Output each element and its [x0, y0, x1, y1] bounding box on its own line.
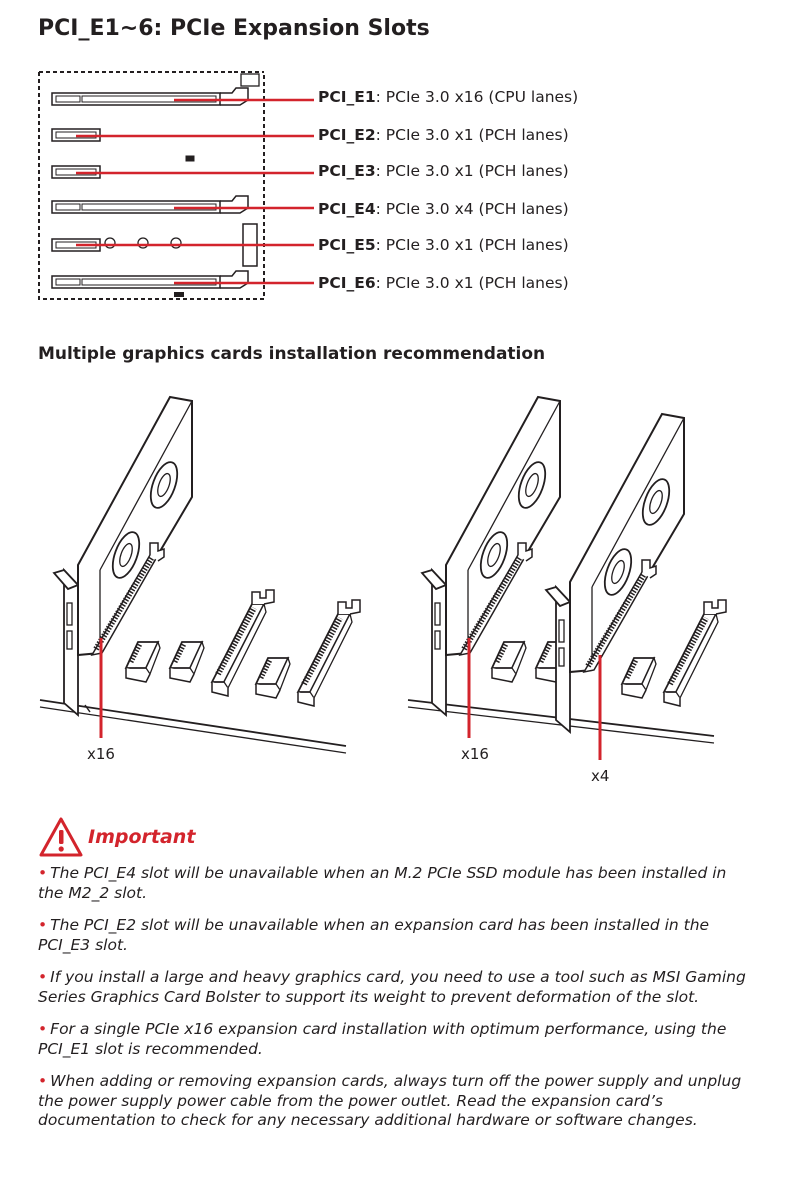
chip-marker-icon [185, 155, 195, 162]
note-item: •For a single PCIe x16 expansion card in… [38, 1020, 727, 1058]
gpu-installation-illustration: x16 x16 x4 [39, 380, 791, 785]
right-lane-label-x4: x4 [591, 767, 609, 785]
right-lane-label-x16: x16 [461, 745, 489, 763]
slot-layout-diagram [38, 71, 314, 300]
warning-triangle-icon [39, 817, 83, 857]
left-lane-label: x16 [87, 745, 115, 763]
important-note-list: •The PCI_E4 slot will be unavailable whe… [38, 864, 756, 1144]
important-heading: Important [88, 826, 196, 848]
note-item: •The PCI_E4 slot will be unavailable whe… [38, 864, 727, 902]
page-title: PCI_E1~6: PCIe Expansion Slots [38, 16, 430, 41]
section-title: Multiple graphics cards installation rec… [38, 344, 546, 364]
slot-pci-e6-graphic [51, 270, 249, 289]
note-item: •The PCI_E2 slot will be unavailable whe… [38, 916, 710, 954]
slot-label-pci-e5: PCI_E5: PCIe 3.0 x1 (PCH lanes) [318, 236, 569, 254]
slot-label-pci-e6: PCI_E6: PCIe 3.0 x1 (PCH lanes) [318, 274, 569, 292]
slot-label-pci-e1: PCI_E1: PCIe 3.0 x16 (CPU lanes) [318, 88, 579, 106]
note-item: •When adding or removing expansion cards… [38, 1072, 742, 1129]
single-card-scene: x16 [39, 397, 360, 763]
dual-card-scene: x16 x4 [407, 397, 726, 785]
note-item: •If you install a large and heavy graphi… [38, 968, 746, 1006]
slot-label-pci-e3: PCI_E3: PCIe 3.0 x1 (PCH lanes) [318, 162, 569, 180]
slot-label-pci-e2: PCI_E2: PCIe 3.0 x1 (PCH lanes) [318, 126, 569, 144]
slot-label-pci-e4: PCI_E4: PCIe 3.0 x4 (PCH lanes) [318, 200, 569, 218]
slot-pci-e1-graphic [51, 87, 249, 106]
slot-pci-e4-graphic [51, 195, 249, 214]
